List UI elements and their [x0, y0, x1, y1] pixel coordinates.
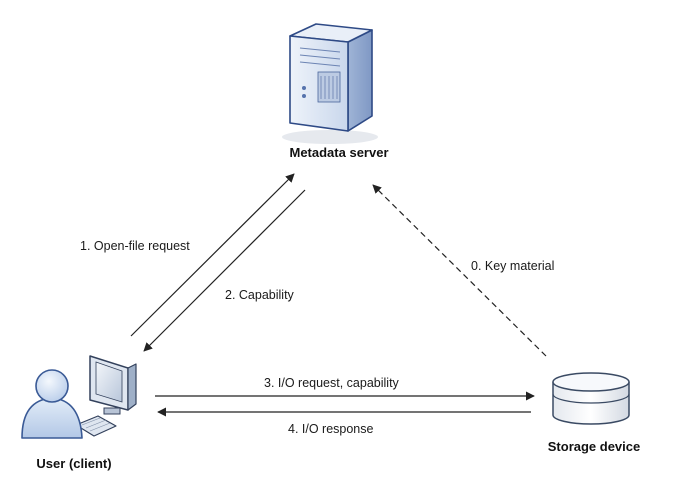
open-file-request-label: 1. Open-file request: [80, 239, 190, 253]
key-material-arrow: [372, 184, 547, 357]
metadata-server-label: Metadata server: [290, 145, 389, 160]
capability-arrow: [143, 189, 306, 352]
user-client-label: User (client): [36, 456, 111, 471]
io-request-label: 3. I/O request, capability: [264, 376, 400, 390]
storage-drum-icon: [552, 372, 630, 425]
capability-label: 2. Capability: [225, 288, 295, 302]
person-icon: [21, 369, 83, 439]
storage-device-label: Storage device: [548, 439, 641, 454]
server-tower-icon: [282, 23, 378, 144]
key-material-label: 0. Key material: [471, 259, 554, 273]
io-response-label: 4. I/O response: [288, 422, 374, 436]
monitor-icon: [75, 355, 137, 437]
user-workstation-icon: [21, 355, 137, 439]
open-file-request-arrow: [130, 173, 295, 337]
